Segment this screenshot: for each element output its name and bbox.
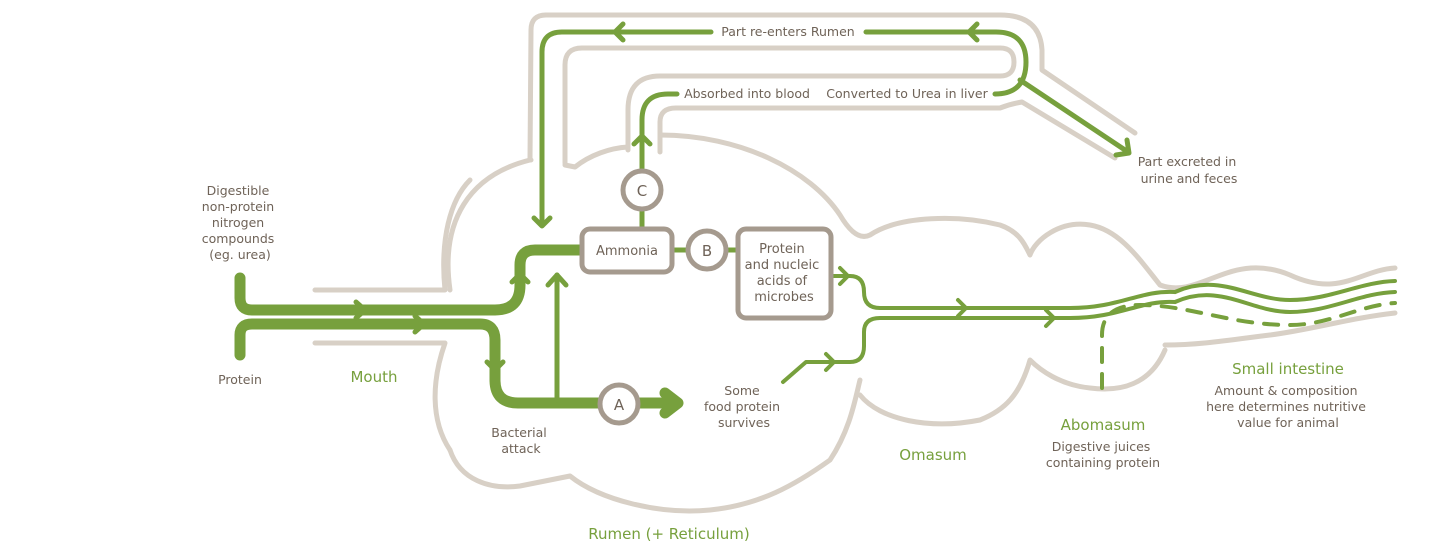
arrowhead-protein-down xyxy=(484,359,506,373)
small-intestine-note-line: Amount & composition xyxy=(1214,383,1357,398)
c-label: C xyxy=(637,182,647,200)
arrowhead-a-out xyxy=(659,387,684,419)
intestine-outline-bottom xyxy=(1162,310,1398,348)
blood-tube-outer xyxy=(543,12,1138,136)
mouth-outline-bottom xyxy=(312,340,453,453)
blood-tube-inner-lower xyxy=(657,99,1118,161)
b-circle xyxy=(685,228,729,272)
survives-label: Some food protein survives xyxy=(704,383,784,430)
arrowhead-protein-1 xyxy=(412,313,427,335)
bacterial-attack-label: Bacterial attack xyxy=(491,425,550,456)
microbial-protein-label: Protein and nucleic acids of microbes xyxy=(745,242,824,305)
intestine-flow-1 xyxy=(1173,279,1397,302)
intestine-flow-2 xyxy=(1173,290,1397,314)
small-intestine-note-line: here determines nutritive xyxy=(1206,399,1366,414)
microbial-protein-line: and nucleic xyxy=(745,258,820,273)
npn-line: (eg. urea) xyxy=(209,247,270,262)
rumen-outline-neck-left xyxy=(527,12,549,163)
rumen-outline-top-mid xyxy=(562,144,631,170)
bacterial-attack-line: Bacterial xyxy=(491,425,546,440)
survives-line: survives xyxy=(718,415,770,430)
excreted-label: Part excreted in urine and feces xyxy=(1138,154,1241,186)
excrete-flow xyxy=(1017,77,1131,155)
node-b: B xyxy=(685,228,729,272)
npn-line: nitrogen xyxy=(212,215,264,230)
a-label: A xyxy=(614,396,625,414)
arrowhead-microbes xyxy=(838,266,850,286)
arrowhead-up-ammonia xyxy=(545,272,569,288)
arrowhead-excrete xyxy=(1113,137,1132,158)
a-circle xyxy=(597,382,641,426)
ammonia-label: Ammonia xyxy=(596,244,658,259)
re-enters-label: Part re-enters Rumen xyxy=(721,24,854,39)
ammonia-box xyxy=(579,226,675,275)
c-blood-flow xyxy=(639,91,680,173)
excreted-line: Part excreted in xyxy=(1138,154,1237,169)
mouth-label: Mouth xyxy=(350,368,397,386)
b-label: B xyxy=(702,242,712,260)
abomasum-juice-flow xyxy=(1100,301,1397,390)
small-intestine-label: Small intestine xyxy=(1232,360,1344,378)
arrowhead-npn-1 xyxy=(353,299,368,321)
re-enter-flow xyxy=(539,29,714,228)
bacterial-attack-line: attack xyxy=(501,441,541,456)
rumen-outline-top-left xyxy=(445,157,534,293)
arrowhead-reenter-1 xyxy=(966,21,980,43)
survives-line: food protein xyxy=(704,399,780,414)
small-intestine-note-line: value for animal xyxy=(1237,415,1339,430)
abomasum-note: Digestive juices containing protein xyxy=(1046,439,1160,470)
arrowhead-omasum-2 xyxy=(1044,308,1056,328)
c-circle xyxy=(620,168,664,212)
abomasum-label: Abomasum xyxy=(1061,416,1146,434)
rumen-label: Rumen (+ Reticulum) xyxy=(588,525,749,543)
omasum-label: Omasum xyxy=(899,446,967,464)
excreted-line: urine and feces xyxy=(1141,171,1238,186)
microbial-protein-line: Protein xyxy=(759,242,805,257)
arrowhead-survive xyxy=(824,352,836,372)
omasum-outline-bottom xyxy=(857,347,1168,427)
arrowhead-npn-up xyxy=(509,271,531,285)
blood-tube-inner-upper xyxy=(562,45,1017,166)
node-a: A xyxy=(597,382,641,426)
microbial-protein-line: acids of xyxy=(757,274,808,289)
node-c: C xyxy=(620,168,664,212)
abomasum-note-line: Digestive juices xyxy=(1052,439,1151,454)
converted-label: Converted to Urea in liver xyxy=(826,86,988,101)
rumen-outline-bottom xyxy=(447,377,863,514)
arrowhead-blood-up xyxy=(631,133,653,147)
microbes-omasum-flow xyxy=(831,274,1177,310)
arrowhead-omasum-1 xyxy=(956,298,968,318)
urea-loop-flow xyxy=(863,29,1029,97)
node-ammonia: Ammonia xyxy=(579,226,675,275)
npn-line: Digestible xyxy=(207,183,270,198)
organ-outlines xyxy=(312,12,1398,514)
survive-flow xyxy=(781,299,1177,384)
arrowhead-reenter-down xyxy=(531,215,553,229)
microbial-protein-box xyxy=(735,226,834,321)
survives-line: Some xyxy=(724,383,760,398)
npn-line: compounds xyxy=(202,231,275,246)
npn-line: non-protein xyxy=(202,199,274,214)
npn-flow xyxy=(234,244,588,316)
mouth-outline-top xyxy=(312,177,473,293)
protein-input-label: Protein xyxy=(218,372,262,387)
flow-lines xyxy=(234,21,1397,419)
node-microbial-protein: Protein and nucleic acids of microbes xyxy=(735,226,834,321)
abomasum-note-line: containing protein xyxy=(1046,455,1160,470)
arrowhead-reenter-2 xyxy=(612,21,626,43)
small-intestine-note: Amount & composition here determines nut… xyxy=(1206,383,1370,430)
rumen-outline-top-right xyxy=(657,132,1163,288)
npn-input-label: Digestible non-protein nitrogen compound… xyxy=(202,183,279,262)
protein-flow xyxy=(234,318,606,409)
absorbed-label: Absorbed into blood xyxy=(684,86,810,101)
microbial-protein-line: microbes xyxy=(754,290,814,305)
